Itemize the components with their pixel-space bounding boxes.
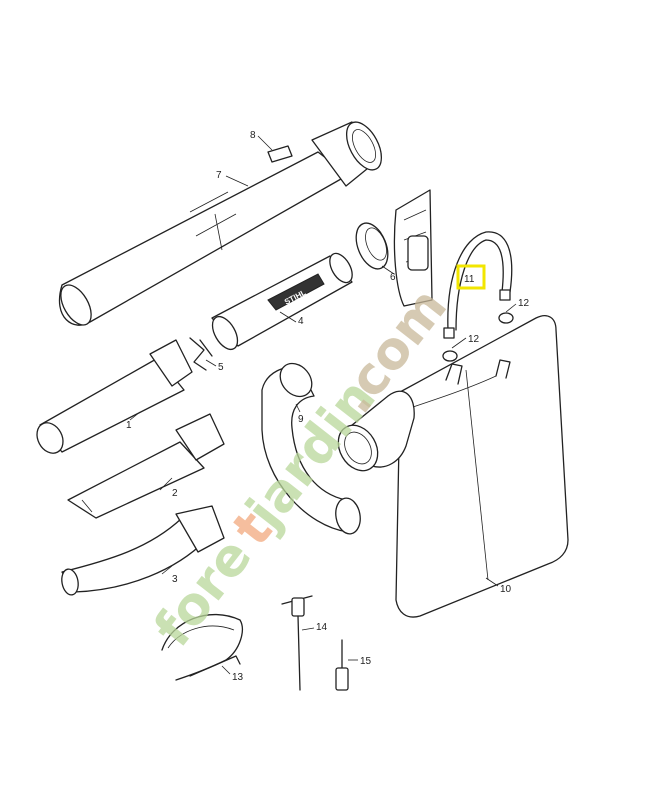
part-3-curved-nozzle	[61, 505, 225, 596]
callout-6: 6	[390, 272, 396, 283]
part-15-screwdriver	[335, 639, 349, 691]
part-4-tube: STIHL	[211, 252, 353, 351]
callout-13: 13	[232, 672, 244, 683]
part-5-clamp	[189, 337, 213, 371]
part-1-round-nozzle	[36, 339, 193, 454]
leader-lines	[129, 135, 517, 675]
callout-3: 3	[172, 574, 178, 585]
part-9-suction-elbow	[261, 362, 361, 535]
callout-10: 10	[500, 584, 512, 595]
part-12-rings	[442, 312, 514, 362]
part-14-wrench	[281, 595, 313, 691]
part-8-label	[267, 145, 293, 163]
callout-11: 11	[464, 274, 475, 285]
callout-1: 1	[126, 420, 132, 431]
part-7-blower-tube	[59, 121, 383, 326]
part-2-flat-nozzle	[67, 413, 225, 519]
part-6-coupling	[355, 222, 389, 270]
callout-9: 9	[298, 414, 304, 425]
callout-14: 14	[316, 622, 328, 633]
callout-4: 4	[298, 316, 304, 327]
callout-5: 5	[218, 362, 224, 373]
blower-housing	[393, 189, 433, 307]
callout-12-bottom: 12	[468, 334, 480, 345]
part-13-goggles	[161, 613, 243, 681]
callout-2: 2	[172, 488, 178, 499]
callout-15: 15	[360, 656, 372, 667]
callout-12-top: 12	[518, 298, 530, 309]
callout-labels: 1 2 3 4 5 6 7 8 9 10 11 12 12 13 14 15	[126, 130, 530, 683]
callout-11-highlight	[456, 264, 486, 290]
callout-7: 7	[216, 170, 222, 181]
part-10-collection-bag	[337, 315, 569, 618]
part-11-strap	[443, 231, 513, 339]
callout-8: 8	[250, 130, 256, 141]
